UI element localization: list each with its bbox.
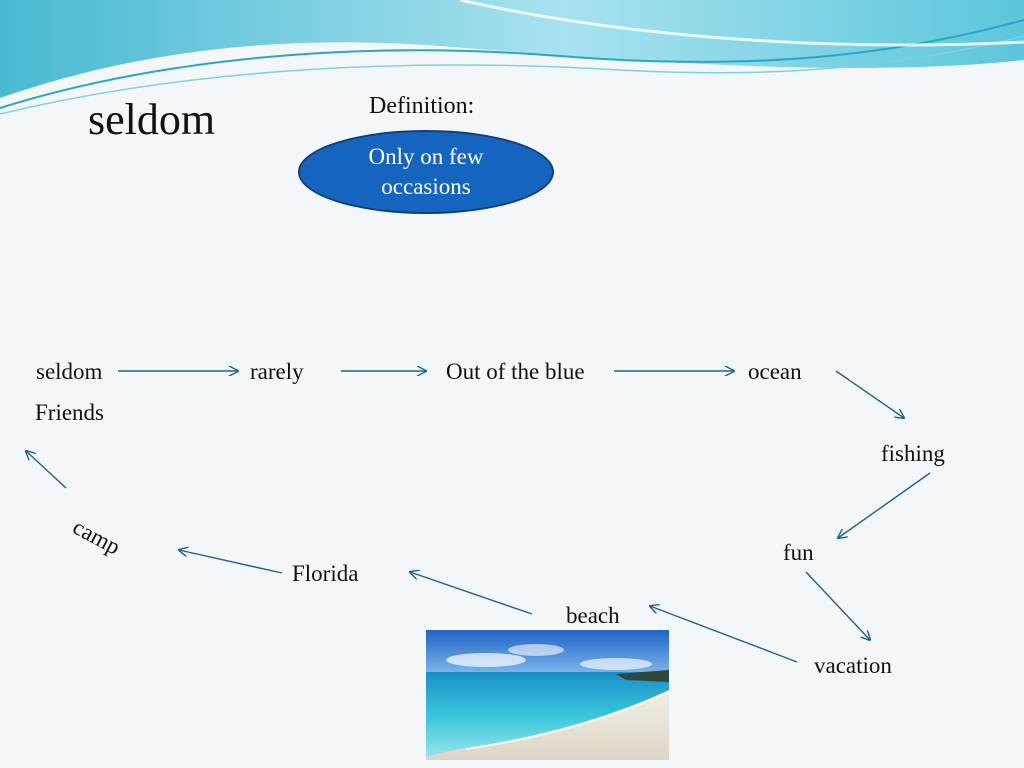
arrow-beach-to-florida — [410, 572, 533, 615]
chain-word-friends: Friends — [35, 400, 104, 425]
chain-word-rarely: rarely — [250, 359, 304, 384]
chain-word-beach: beach — [566, 603, 620, 628]
arrow-ocean-to-fishing — [835, 370, 904, 418]
chain-word-vacation: vacation — [814, 653, 892, 678]
definition-label: Definition: — [369, 93, 475, 119]
arrow-camp-to-friends — [26, 451, 67, 489]
arrow-fishing-to-fun — [838, 472, 931, 538]
arrow-fun-to-vacation — [805, 571, 870, 640]
beach-photo — [426, 630, 669, 760]
chain-word-fun: fun — [783, 540, 814, 565]
definition-text: Only on few occasions — [368, 144, 484, 199]
chain-word-ocean: ocean — [748, 359, 802, 384]
definition-oval: Only on few occasions — [298, 130, 554, 214]
arrow-vacation-to-beach — [650, 606, 798, 663]
chain-word-florida: Florida — [292, 561, 359, 586]
slide-title: seldom — [88, 95, 216, 144]
chain-word-out-of-the-blue: Out of the blue — [446, 359, 585, 384]
header-wave-decoration — [0, 0, 1024, 115]
chain-word-seldom: seldom — [36, 359, 103, 384]
chain-word-fishing: fishing — [881, 441, 945, 466]
arrow-florida-to-camp — [179, 550, 283, 574]
